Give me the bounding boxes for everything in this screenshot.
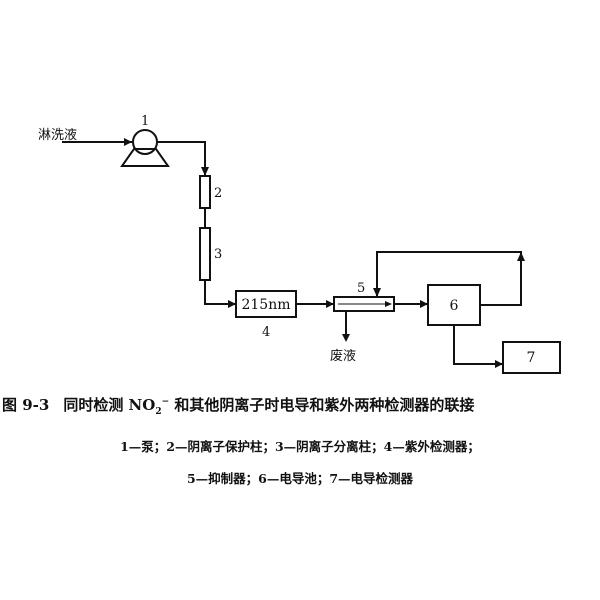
pump-base [120,148,170,167]
arrow-recycle-up [517,252,525,261]
pump-outlet-line [157,141,206,176]
guard-column-number: 2 [214,186,222,201]
arrow-to-uv [228,300,236,308]
pump-number: 1 [141,114,149,129]
arrow-to-cell [420,300,428,308]
waste-label: 废液 [330,348,356,364]
arrow-in-suppressor [385,301,392,307]
legend-line-2: 5—抑制器；6—电导池；7—电导检测器 [186,471,414,486]
figure-number: 图 9-3 [2,396,50,414]
figure-caption: 图 9-3 同时检测 NO2− 和其他阴离子时电导和紫外两种检测器的联接 [0,394,600,417]
eluent-label: 淋洗液 [38,128,77,143]
arrow-to-guard [201,167,209,176]
separation-outlet-line [204,280,236,305]
caption-text-before: 同时检测 NO [63,396,156,414]
arrow-to-detector [495,360,503,368]
caption-text-after: 和其他阴离子时电导和紫外两种检测器的联接 [169,396,475,414]
pump-icon [132,129,158,155]
flow-diagram: 淋洗液 1 2 3 215nm 4 5 废液 6 7 [38,114,561,374]
separation-column-number: 3 [214,247,222,262]
conductivity-detector-number: 7 [527,350,536,366]
arrow-recycle-down [373,288,381,297]
caption-superscript: − [161,397,170,407]
uv-detector-number: 4 [262,325,270,340]
guard-column [199,175,211,209]
separation-column [199,227,211,281]
legend-line-1: 1—泵；2—阴离子保护柱；3—阴离子分离柱；4—紫外检测器； [120,439,480,454]
suppressor-number: 5 [357,281,365,296]
arrow-eluent [124,138,132,146]
arrow-to-suppressor [326,300,334,308]
caption-subscript: 2 [155,407,162,417]
wavelength-label: 215nm [241,297,290,313]
arrow-waste [342,334,350,342]
conductivity-cell-number: 6 [450,298,459,314]
cell-to-detector-line [453,325,503,365]
conductivity-detector-box [502,341,561,374]
